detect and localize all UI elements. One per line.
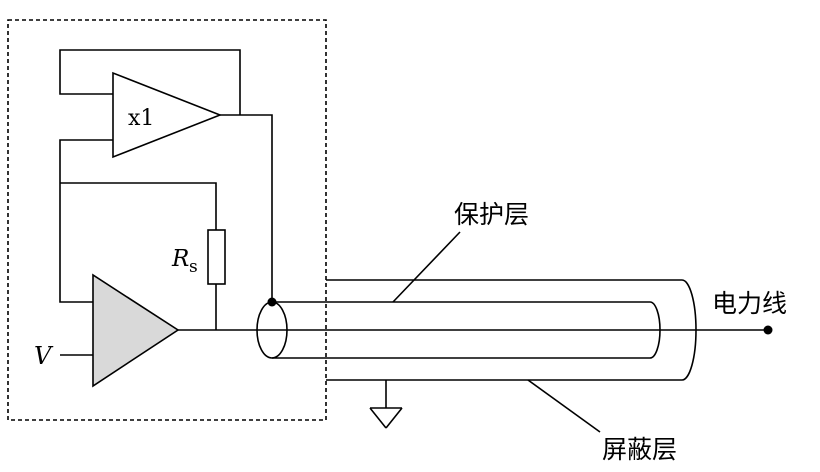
power-line-end-dot (763, 325, 773, 335)
shield-layer-label: 屏蔽层 (602, 435, 677, 464)
resistor-rs (207, 229, 226, 285)
resistor-subscript: s (189, 257, 198, 277)
guard-layer-leader (392, 231, 461, 303)
power-line-label: 电力线 (712, 289, 787, 318)
input-voltage-label: V (34, 342, 54, 370)
buffer-amplifier (112, 71, 223, 159)
guard-connection-dot (267, 297, 277, 307)
main-amplifier (92, 273, 180, 388)
buffer-feedback-wire (59, 49, 241, 115)
buffer-input-wire (59, 139, 113, 303)
shield-layer-leader (527, 379, 601, 433)
dashed-enclosure (7, 19, 327, 421)
ground-icon (369, 380, 403, 429)
buffer-gain-label: x1 (128, 106, 154, 131)
resistor-top-wire (60, 182, 217, 230)
guard-layer-label: 保护层 (454, 200, 529, 229)
buffer-output-wire (220, 114, 273, 302)
resistor-label: R (171, 246, 189, 272)
